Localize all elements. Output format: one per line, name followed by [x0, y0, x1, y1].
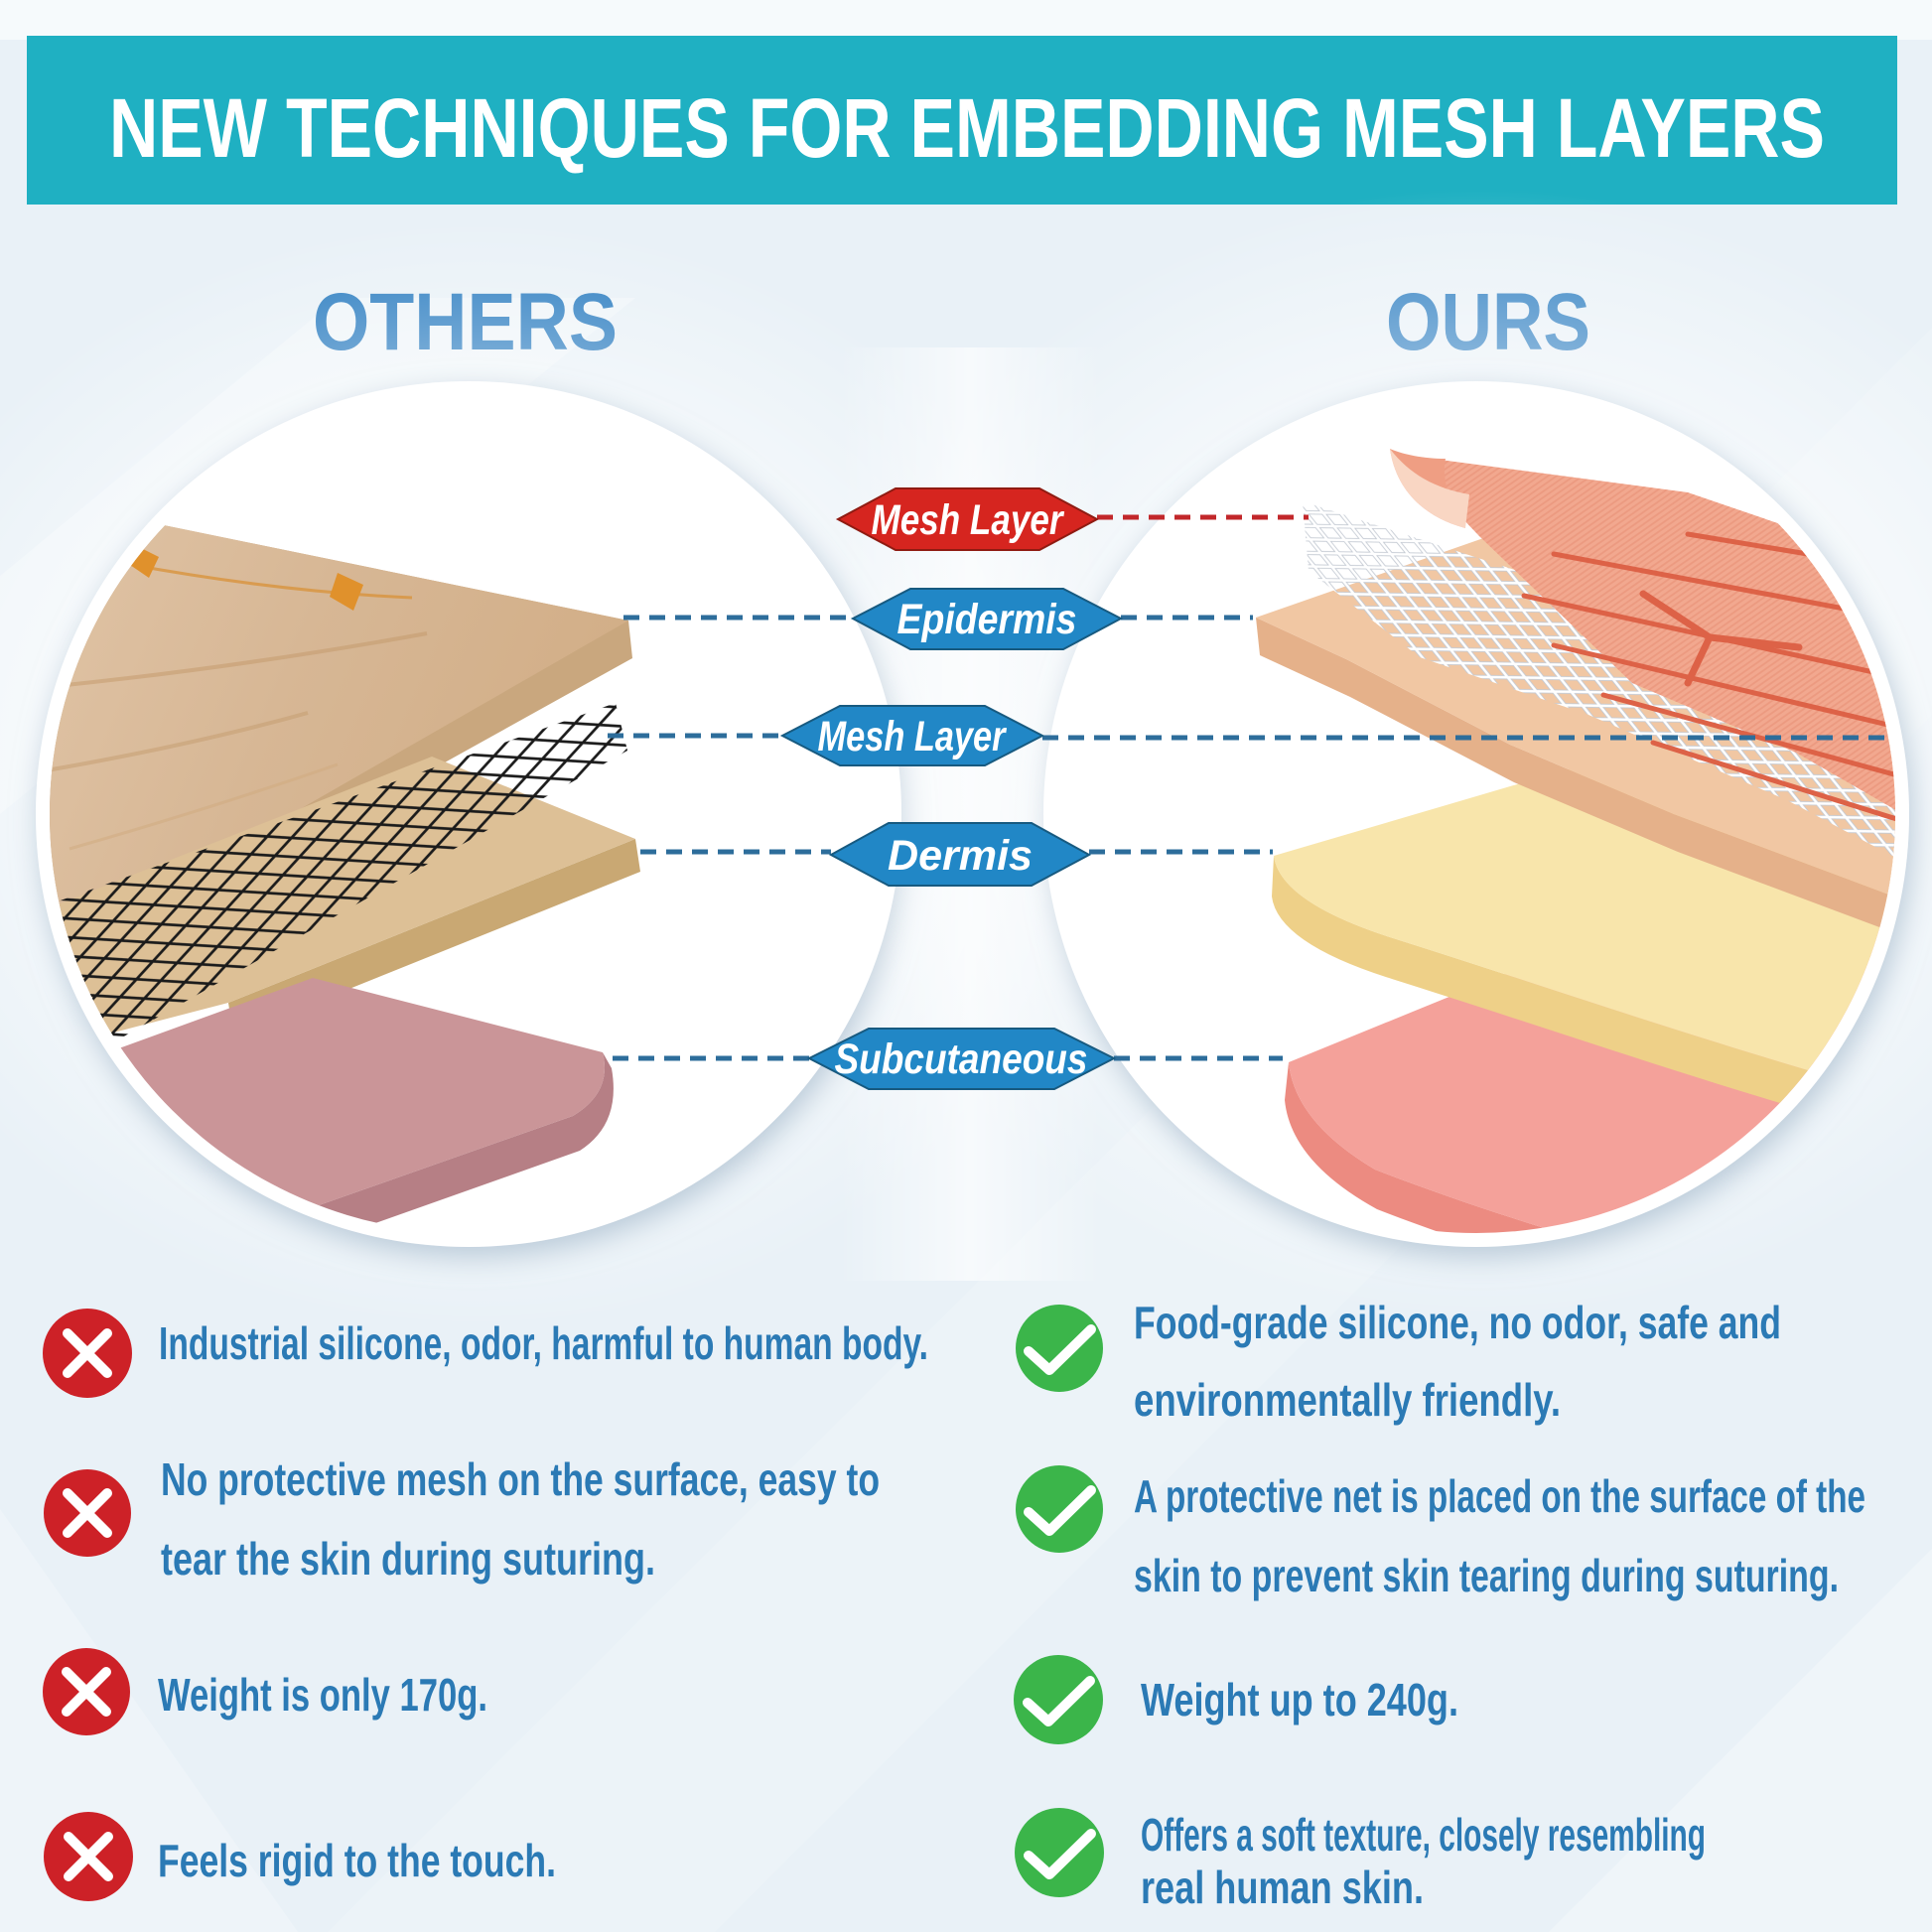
svg-text:Subcutaneous: Subcutaneous — [835, 1035, 1088, 1083]
svg-text:Industrial silicone, odor, har: Industrial silicone, odor, harmful to hu… — [159, 1317, 928, 1369]
svg-text:No protective mesh on the surf: No protective mesh on the surface, easy … — [161, 1453, 880, 1505]
svg-text:real human skin.: real human skin. — [1141, 1862, 1424, 1913]
svg-text:Weight is only 170g.: Weight is only 170g. — [158, 1669, 487, 1721]
svg-text:Offers a soft texture, closely: Offers a soft texture, closely resemblin… — [1141, 1809, 1706, 1861]
svg-text:environmentally friendly.: environmentally friendly. — [1134, 1374, 1561, 1426]
svg-text:skin to prevent skin tearing d: skin to prevent skin tearing during sutu… — [1134, 1550, 1839, 1601]
svg-text:Mesh Layer: Mesh Layer — [872, 496, 1065, 544]
svg-text:NEW TECHNIQUES FOR EMBEDDING M: NEW TECHNIQUES FOR EMBEDDING MESH LAYERS — [109, 81, 1825, 175]
svg-text:Food-grade silicone, no odor,: Food-grade silicone, no odor, safe and — [1134, 1297, 1781, 1348]
svg-text:Dermis: Dermis — [888, 832, 1033, 880]
svg-text:tear the skin during suturing.: tear the skin during suturing. — [161, 1533, 655, 1585]
svg-text:Epidermis: Epidermis — [897, 596, 1077, 643]
svg-text:A protective net is placed on: A protective net is placed on the surfac… — [1134, 1470, 1865, 1522]
svg-text:Weight up to 240g.: Weight up to 240g. — [1141, 1674, 1458, 1725]
svg-text:Mesh Layer: Mesh Layer — [818, 713, 1008, 760]
svg-text:Feels rigid to the touch.: Feels rigid to the touch. — [158, 1835, 556, 1886]
